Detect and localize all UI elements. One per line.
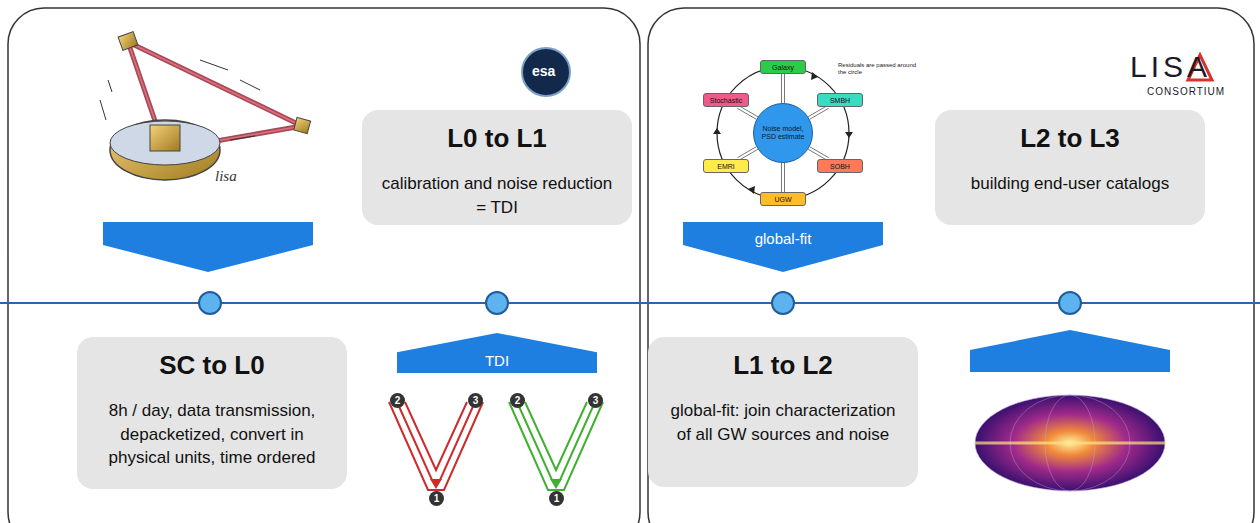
callout-number: 1 [549,491,564,506]
box-heading: L2 to L3 [951,124,1189,154]
chevron-label: TDI [397,352,597,369]
callout-number: 3 [468,393,483,408]
source-box: Stochastic [703,93,749,107]
timeline-dots [199,292,1081,314]
callout-number: 2 [510,393,525,408]
source-label: SMBH [830,97,850,104]
global-fit-ring [713,67,853,199]
source-label: Stochastic [710,97,742,104]
source-box: SMBH [817,93,863,107]
source-box: SOBH [817,159,863,173]
down-chevron [103,222,313,272]
chevron-shape [683,222,883,272]
process-box: L2 to L3 building end-user catalogs [935,110,1205,225]
source-label: EMRI [717,163,735,170]
box-body: calibration and noise reduction = TDI [378,172,616,220]
source-box: UGW [760,192,806,206]
up-chevron [970,330,1170,372]
sketch-signature: lisa [215,168,237,185]
logo-text: LISA [1130,50,1211,84]
tdi-paths [389,402,603,490]
box-heading: SC to L0 [93,351,331,381]
source-box: Galaxy [760,60,806,74]
process-box: SC to L0 8h / day, data transmission, dep… [77,337,347,489]
stage-chevron: global-fit [683,222,883,272]
source-label: UGW [774,196,791,203]
box-heading: L0 to L1 [378,124,616,154]
double-link [782,163,785,192]
logo-text: esa [532,63,555,79]
box-body: building end-user catalogs [951,172,1189,196]
double-link [808,106,828,120]
lisa-sketch [100,32,311,180]
source-box: EMRI [703,159,749,173]
esa-logo [522,48,570,96]
callout-number: 2 [390,393,405,408]
double-link [782,74,785,103]
callout-number: 3 [588,393,603,408]
source-label: Galaxy [772,64,794,71]
note: Residuals are passed around the circle [838,62,924,76]
box-body: global-fit: join characterization of all… [664,399,902,447]
double-link [737,106,757,120]
box-body: 8h / day, data transmission, depacketize… [93,399,331,470]
sky-map [975,395,1165,491]
stage-chevron: TDI [397,333,597,373]
chevron-label: global-fit [683,230,883,247]
consortium-panel [648,8,1254,523]
process-box: L0 to L1 calibration and noise reduction … [362,110,632,225]
noise-model-circle: Noise model, PSD estimate [753,103,813,163]
source-label: SOBH [830,163,850,170]
callout-number: 1 [429,491,444,506]
process-box: L1 to L2 global-fit: join characterizatio… [648,337,918,487]
box-heading: L1 to L2 [664,351,902,381]
logo-text: CONSORTIUM [1147,86,1225,97]
circle-label: Noise model, PSD estimate [760,125,806,142]
esa-panel [8,8,640,523]
